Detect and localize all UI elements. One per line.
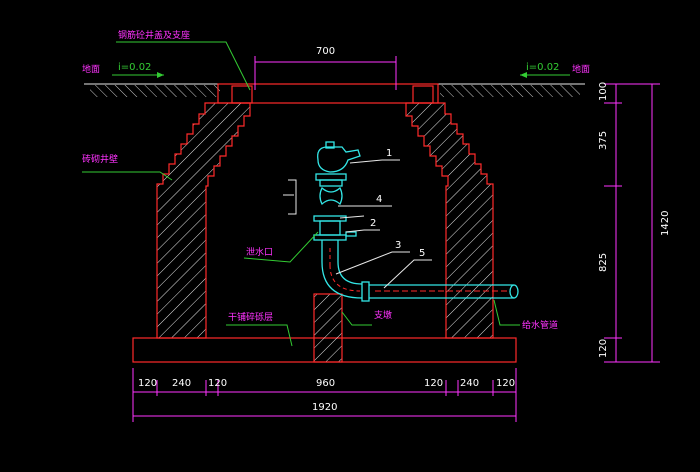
dim-r2: 375 — [598, 131, 609, 150]
wall-label: 砖砌井壁 — [82, 153, 118, 165]
part-5-label: 5 — [419, 248, 425, 259]
dim-r1: 100 — [598, 82, 609, 101]
right-brick-wall — [405, 102, 494, 339]
support-label: 支墩 — [374, 309, 392, 321]
support-pier — [313, 293, 343, 363]
slope-indicators — [112, 72, 570, 78]
right-ground-label: 地面 — [572, 63, 590, 75]
part-1-label: 1 — [386, 148, 392, 159]
dim-b2: 240 — [172, 378, 191, 389]
dim-b4: 960 — [316, 378, 335, 389]
part-3-label: 3 — [395, 240, 401, 251]
dim-r3: 825 — [598, 253, 609, 272]
bottom-dimensions — [132, 368, 517, 422]
dim-r4: 120 — [598, 339, 609, 358]
left-brick-wall — [156, 102, 251, 339]
dim-b1: 120 — [138, 378, 157, 389]
dim-total: 1920 — [312, 402, 337, 413]
right-dimensions — [604, 83, 660, 363]
dim-b7: 120 — [496, 378, 515, 389]
slope-left: i=0.02 — [118, 62, 151, 73]
valve-assembly — [313, 141, 519, 302]
top-dimension — [254, 56, 397, 90]
dim-top: 700 — [316, 46, 335, 57]
left-ground-label: 地面 — [82, 63, 100, 75]
ground-surface — [84, 83, 585, 97]
base-label: 干铺碎砾层 — [228, 311, 273, 323]
slope-right: i=0.02 — [526, 62, 559, 73]
dim-b5: 120 — [424, 378, 443, 389]
part-4-label: 4 — [376, 194, 382, 205]
dim-b3: 120 — [208, 378, 227, 389]
pipe-label: 给水管道 — [522, 319, 558, 331]
cover-slab — [217, 83, 439, 104]
part-leaders — [283, 159, 432, 289]
dim-r-total: 1420 — [660, 211, 671, 236]
dim-b6: 240 — [460, 378, 479, 389]
part-2-label: 2 — [370, 218, 376, 229]
drain-label: 泄水口 — [246, 246, 273, 258]
cover-label: 钢筋砼井盖及支座 — [118, 29, 190, 41]
annotation-leaders — [82, 41, 520, 347]
